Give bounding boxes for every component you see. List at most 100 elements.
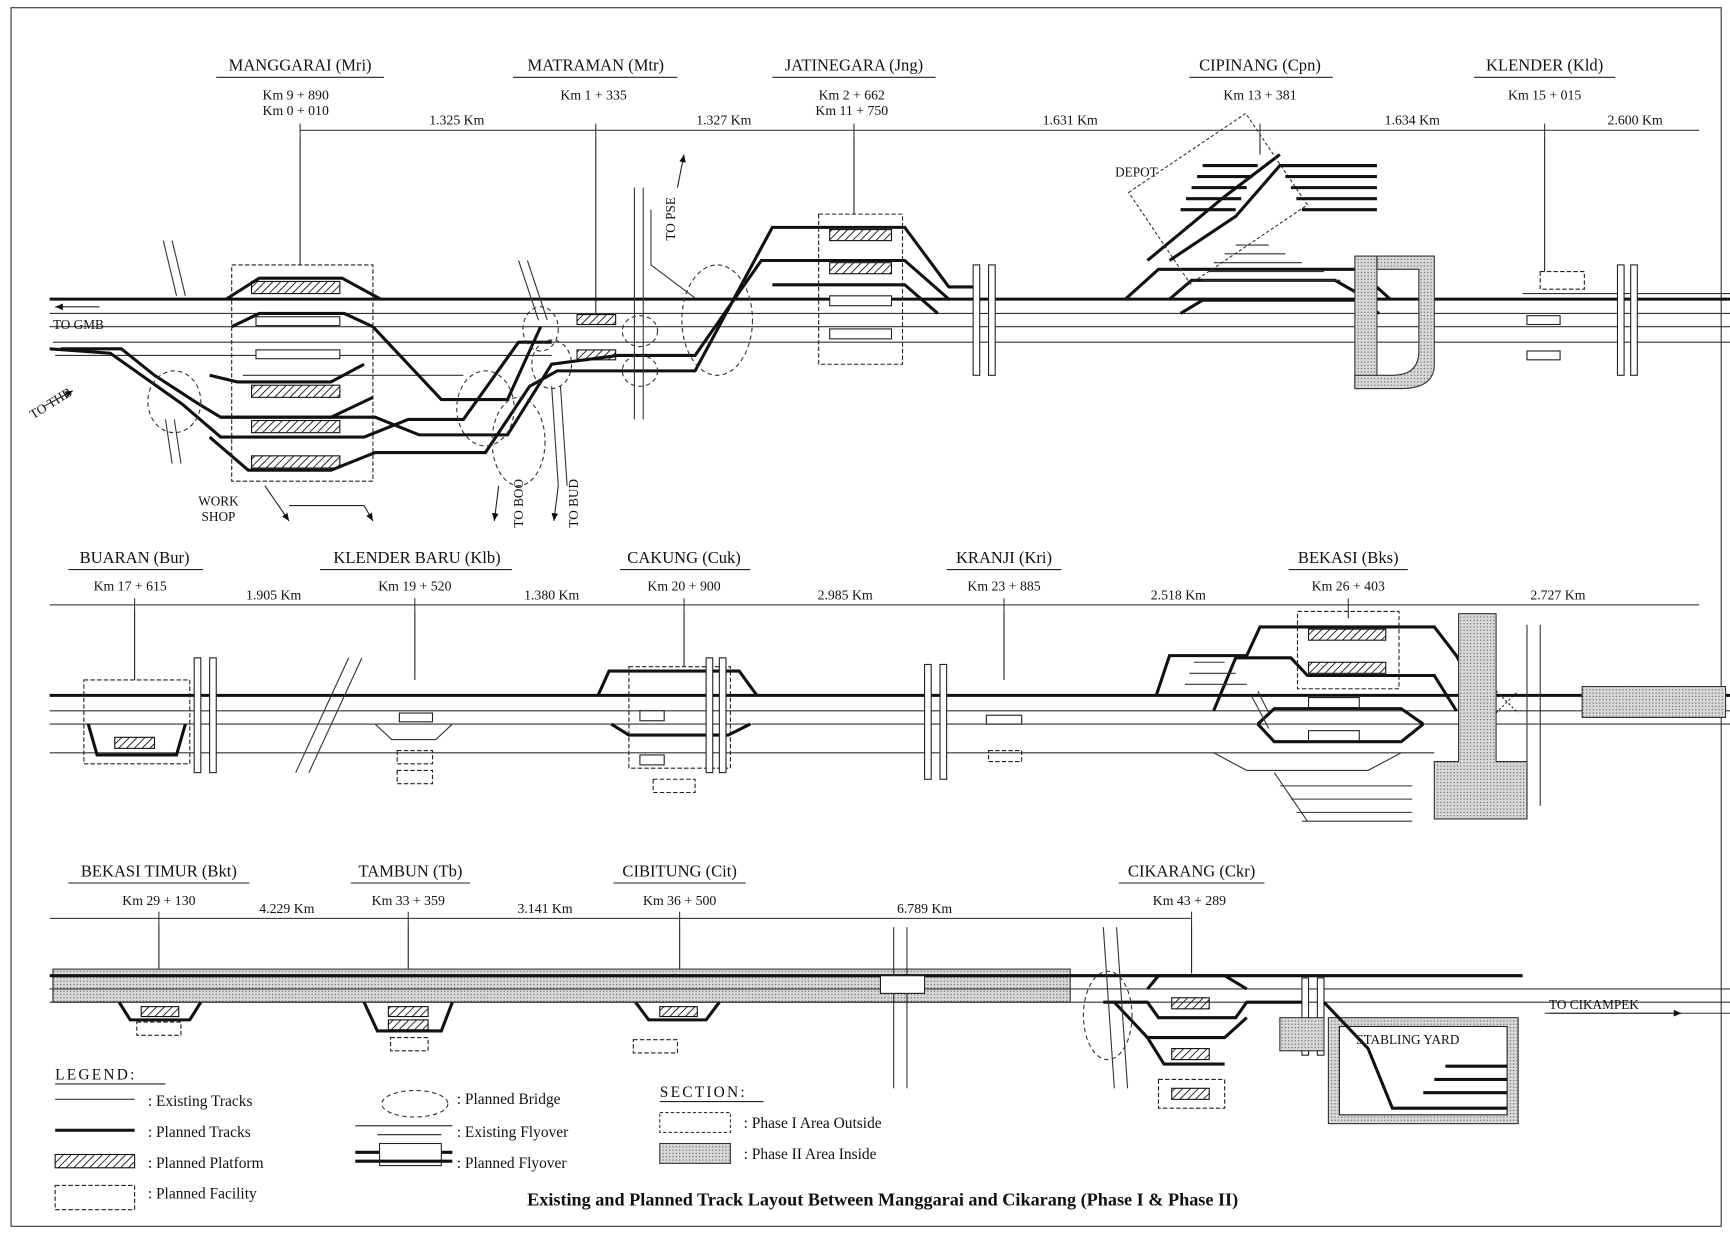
- planned-facility: [136, 1021, 182, 1036]
- platforms-row-3: [136, 997, 1226, 1109]
- workshop-label-line-2: SHOP: [202, 509, 236, 524]
- distance-label: 1.634 Km: [1385, 113, 1440, 128]
- legend-existing-flyover-swatch: [355, 1125, 453, 1136]
- distance-label: 3.141 Km: [517, 901, 572, 916]
- station-name-manggarai: MANGGARAI (Mri): [229, 56, 372, 75]
- distance-label: 2.600 Km: [1608, 113, 1663, 128]
- station-area-manggarai: [231, 264, 374, 482]
- phase-ii-row-2: [1433, 613, 1727, 820]
- distance-label: 2.727 Km: [1530, 587, 1585, 602]
- station-km-cakung: Km 20 + 900: [647, 579, 720, 594]
- legend-planned-flyover-swatch: [355, 1142, 453, 1167]
- row-2: BUARAN (Bur) Km 17 + 615 KLENDER BARU (K…: [49, 548, 1730, 822]
- planned-platform: [659, 1006, 698, 1018]
- phase-ii-curve: [1354, 255, 1435, 390]
- planned-facility: [1539, 270, 1585, 290]
- distance-label: 1.905 Km: [246, 587, 301, 602]
- distance-label: 6.789 Km: [897, 901, 952, 916]
- planned-platform: [1171, 1087, 1210, 1100]
- legend-phase-ii: : Phase II Area Inside: [744, 1146, 877, 1163]
- legend-planned-bridge: : Planned Bridge: [457, 1091, 561, 1108]
- legend: LEGEND: : Existing Tracks : Planned Trac…: [54, 1066, 882, 1211]
- distance-label: 2.518 Km: [1151, 587, 1206, 602]
- legend-facility-swatch: [54, 1184, 136, 1211]
- planned-platform: [829, 229, 893, 242]
- depot-label: DEPOT: [1115, 165, 1158, 180]
- existing-tracks-row-2: [49, 710, 1730, 822]
- station-km-tambun: Km 33 + 359: [372, 893, 445, 908]
- to-gmb-label: TO GMB: [53, 317, 104, 332]
- planned-bridges-row-1: [147, 264, 754, 487]
- distance-label: 2.985 Km: [818, 587, 873, 602]
- station-area-buaran-box: [1354, 255, 1378, 390]
- planned-facility: [632, 1039, 678, 1054]
- to-pse-label: TO PSE: [663, 197, 678, 241]
- planned-platform: [387, 1006, 429, 1018]
- station-km-bekasi-timur: Km 29 + 130: [122, 893, 195, 908]
- planned-platform: [576, 314, 617, 326]
- planned-facility: [396, 769, 434, 785]
- legend-planned-flyover: : Planned Flyover: [457, 1155, 567, 1172]
- station-area-jatinegara: [818, 213, 904, 365]
- legend-bridge-swatch: [381, 1089, 449, 1118]
- planned-platform: [1307, 661, 1387, 674]
- planned-platform: [251, 419, 341, 434]
- station-name-cipinang: CIPINANG (Cpn): [1199, 56, 1321, 75]
- planned-platform: [251, 280, 341, 295]
- diagram-title: Existing and Planned Track Layout Betwee…: [527, 1189, 1238, 1210]
- station-km-klender: Km 15 + 015: [1508, 87, 1581, 102]
- planned-platform: [1307, 628, 1387, 641]
- station-km-jatinegara-1: Km 2 + 662: [819, 87, 885, 102]
- station-km-buaran: Km 17 + 615: [94, 579, 167, 594]
- planned-tracks-row-3: [49, 974, 1523, 1066]
- legend-existing-tracks: : Existing Tracks: [148, 1093, 253, 1110]
- station-area-buaran: [83, 679, 191, 765]
- planned-bridge: [1082, 970, 1133, 1061]
- stabling-yard-label: STABLING YARD: [1356, 1032, 1460, 1047]
- station-km-kranji: Km 23 + 885: [967, 579, 1040, 594]
- distance-label: 4.229 Km: [259, 901, 314, 916]
- legend-platform-swatch: [54, 1153, 136, 1169]
- legend-planned-tracks: : Planned Tracks: [148, 1124, 251, 1141]
- legend-phase-ii-swatch: [659, 1142, 731, 1164]
- station-km-cipinang: Km 13 + 381: [1223, 87, 1296, 102]
- station-name-bekasi: BEKASI (Bks): [1298, 548, 1399, 567]
- planned-platform: [251, 455, 341, 469]
- station-name-bekasi-timur: BEKASI TIMUR (Bkt): [81, 861, 237, 880]
- legend-planned-facility: : Planned Facility: [148, 1186, 257, 1203]
- legend-existing-flyover: : Existing Flyover: [457, 1124, 568, 1141]
- station-name-cakung: CAKUNG (Cuk): [627, 548, 741, 567]
- planned-platform: [387, 1019, 429, 1031]
- legend-planned-platform: : Planned Platform: [148, 1155, 264, 1172]
- planned-facility: [396, 750, 434, 765]
- planned-platform: [829, 262, 893, 275]
- to-cikampek-label: TO CIKAMPEK: [1549, 997, 1639, 1012]
- station-km-manggarai-2: Km 0 + 010: [263, 103, 329, 118]
- workshop-label-line-1: WORK: [198, 494, 239, 509]
- station-km-bekasi: Km 26 + 403: [1312, 579, 1385, 594]
- station-name-klender: KLENDER (Kld): [1486, 56, 1603, 75]
- planned-platform: [576, 349, 617, 361]
- row-1: MANGGARAI (Mri) Km 9 + 890 Km 0 + 010 MA…: [27, 56, 1730, 528]
- planned-facility: [652, 778, 696, 794]
- depot-area: DEPOT: [1115, 112, 1377, 285]
- station-km-cikarang: Km 43 + 289: [1153, 893, 1226, 908]
- distance-label: 1.325 Km: [429, 113, 484, 128]
- station-km-cibitung: Km 36 + 500: [643, 893, 716, 908]
- legend-phase-i-swatch: [659, 1112, 731, 1134]
- station-name-jatinegara: JATINEGARA (Jng): [785, 56, 923, 75]
- station-km-manggarai-1: Km 9 + 890: [263, 87, 329, 102]
- planned-tracks-row-2: [49, 625, 1730, 757]
- distance-label: 1.380 Km: [524, 587, 579, 602]
- planned-facility: [1157, 1078, 1226, 1109]
- planned-platform: [251, 384, 341, 398]
- planned-facility: [988, 750, 1023, 763]
- station-area-cakung: [628, 666, 731, 769]
- to-bud-label: TO BUD: [566, 478, 581, 527]
- station-name-matraman: MATRAMAN (Mtr): [528, 56, 664, 75]
- legend-phase-i: : Phase I Area Outside: [744, 1115, 882, 1132]
- station-area-bekasi: [1296, 610, 1400, 690]
- section-heading: SECTION:: [660, 1084, 747, 1101]
